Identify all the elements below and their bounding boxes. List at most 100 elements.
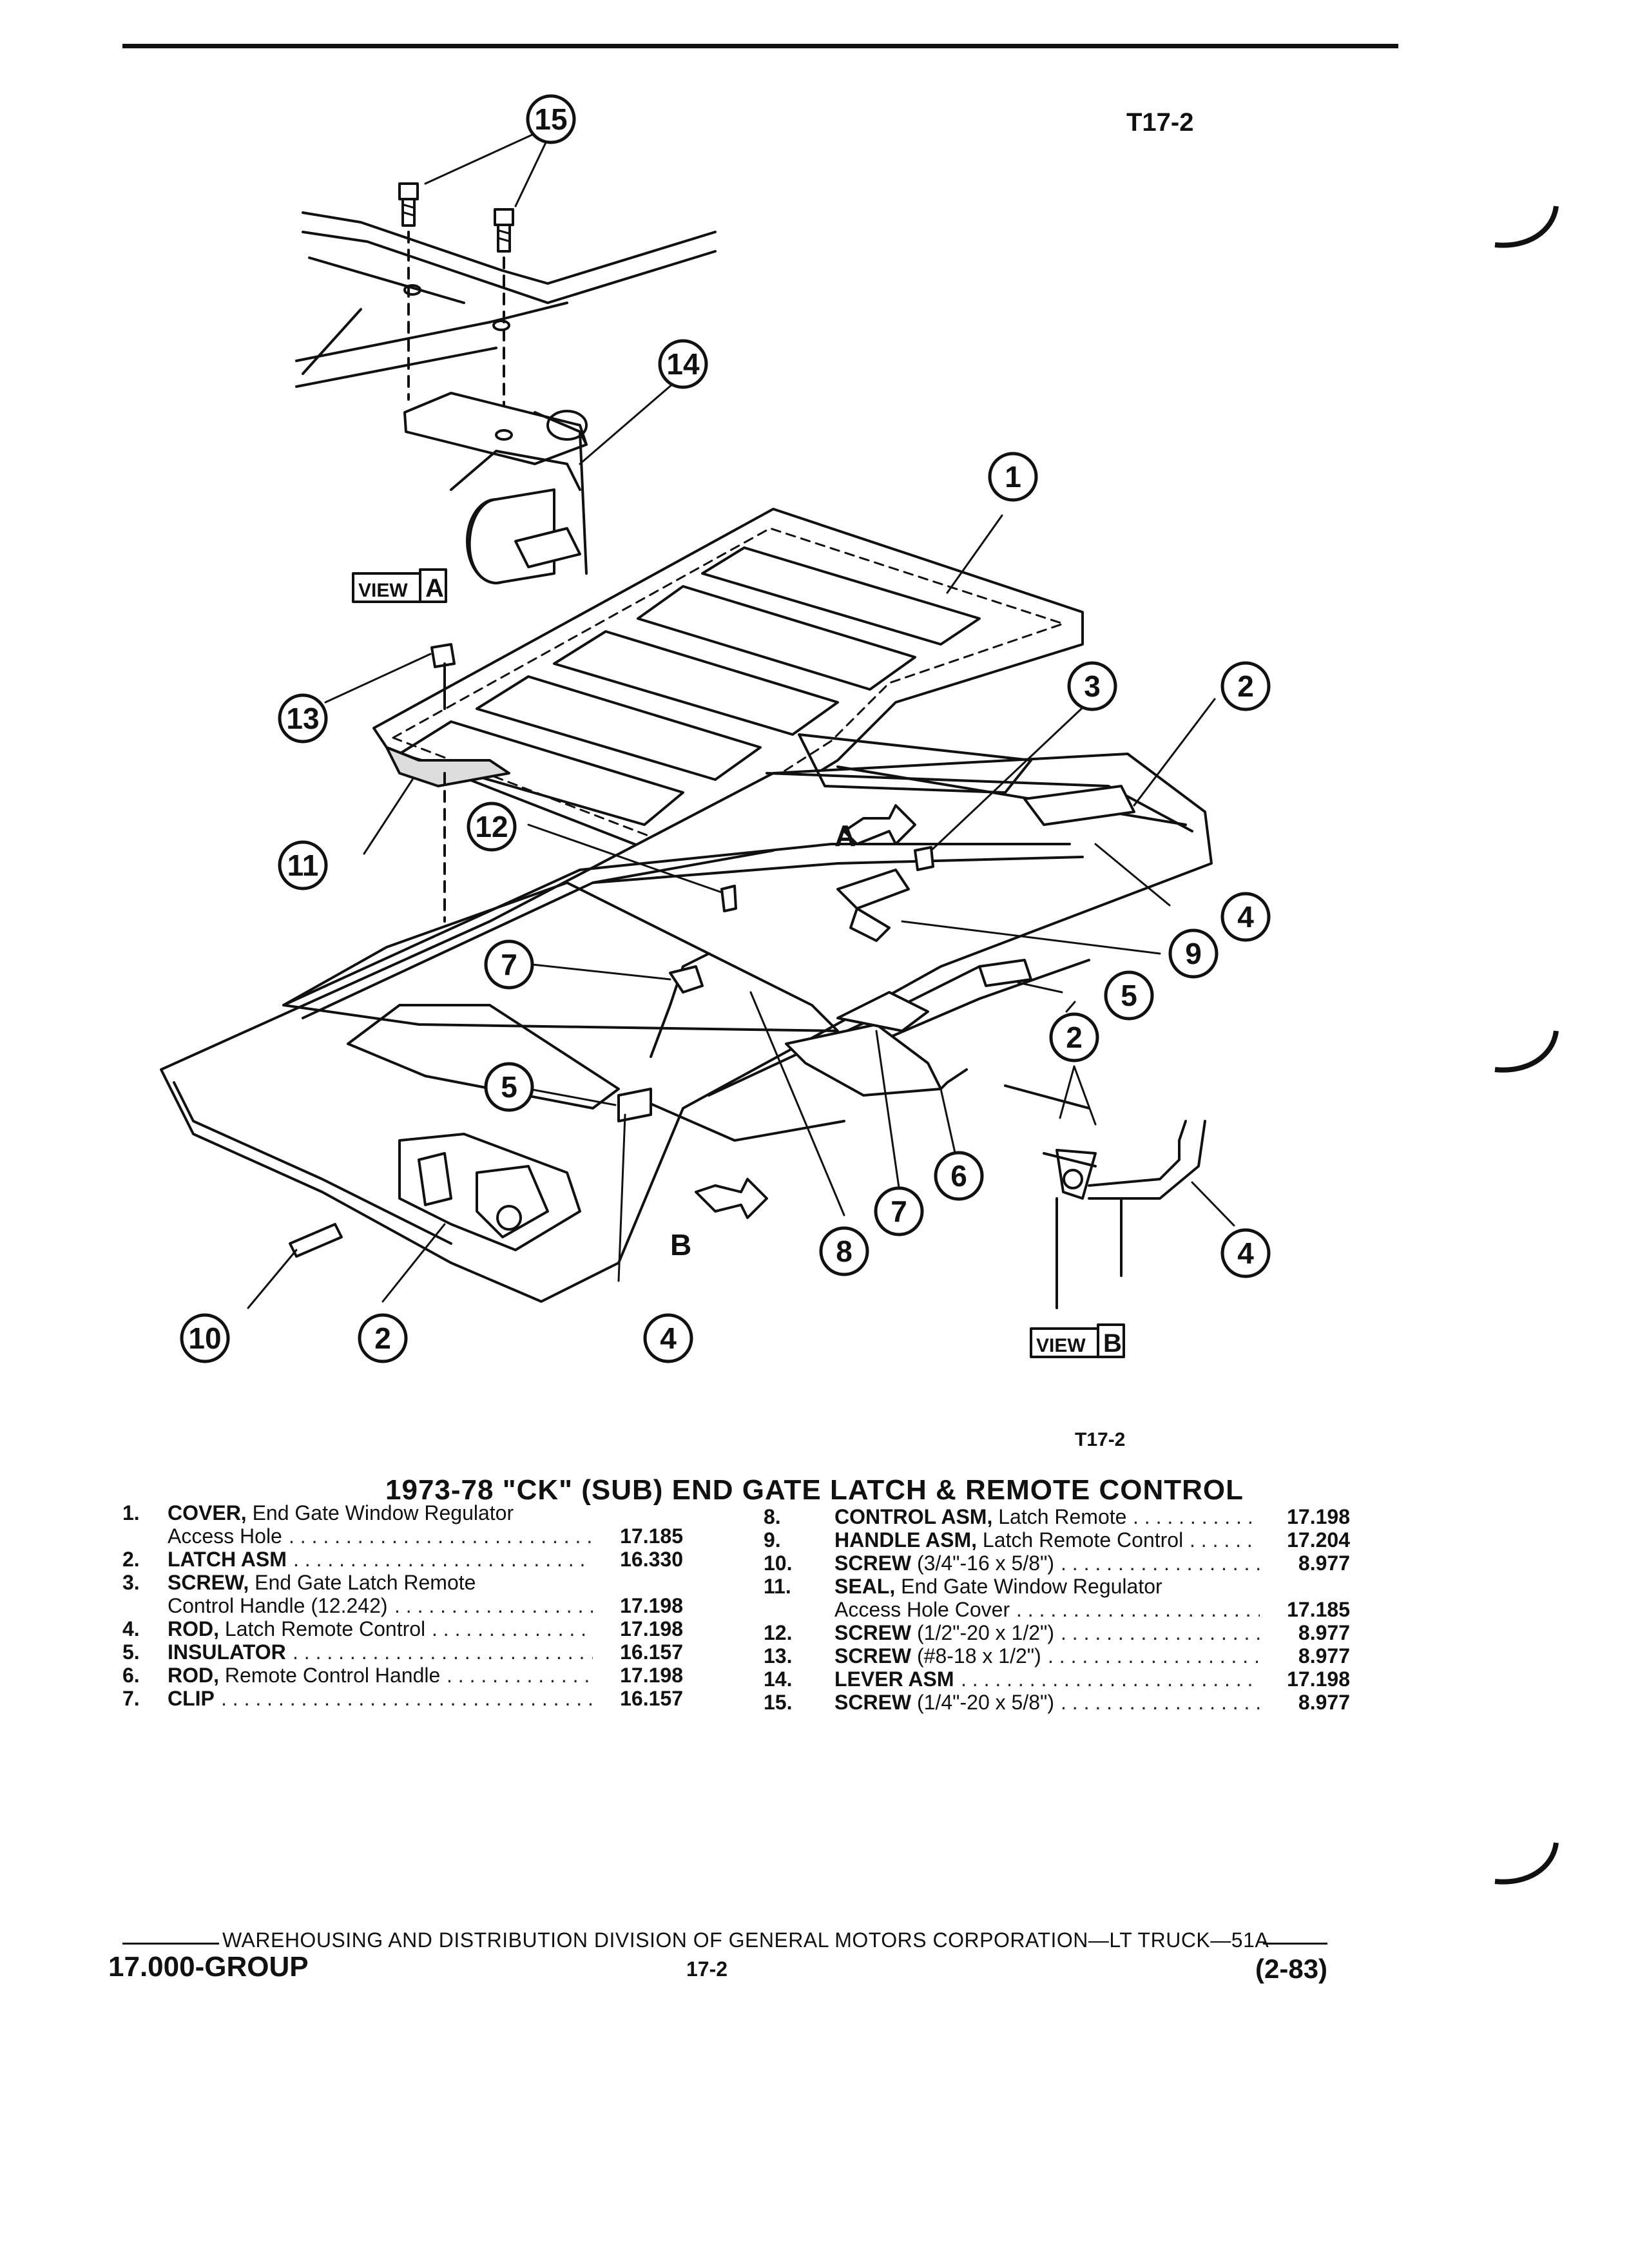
part-reference: 17.198 bbox=[620, 1664, 683, 1687]
footer-date: (2-83) bbox=[1255, 1954, 1328, 1984]
part-reference: 17.198 bbox=[620, 1594, 683, 1617]
part-name-bold: INSULATOR bbox=[168, 1640, 286, 1664]
part-reference: 17.198 bbox=[1287, 1505, 1350, 1528]
dot-leader: . . . . . . . . . . . . . . . . . . . . … bbox=[293, 1548, 593, 1571]
part-name-detail: (1/4"-20 x 5/8") bbox=[911, 1691, 1055, 1714]
part-reference: 17.185 bbox=[620, 1524, 683, 1548]
callout-5a-text: 5 bbox=[1121, 979, 1137, 1012]
part-name-detail: Remote Control Handle bbox=[219, 1664, 441, 1687]
parts-list-item: 11. SEAL, End Gate Window Regulator bbox=[764, 1575, 1376, 1598]
callout-14-text: 14 bbox=[666, 347, 700, 381]
view-a-word: VIEW bbox=[358, 580, 408, 601]
part-number: 9. bbox=[764, 1528, 781, 1552]
figure-code: T17-2 bbox=[1126, 108, 1194, 137]
part-reference: 17.198 bbox=[620, 1617, 683, 1640]
parts-list-item: 4. ROD, Latch Remote Control 17.198 . . . … bbox=[122, 1617, 702, 1640]
part-number: 12. bbox=[764, 1621, 793, 1644]
part-name-detail: Latch Remote Control bbox=[219, 1617, 426, 1640]
scan-mark bbox=[1494, 1842, 1559, 1885]
part-name: CONTROL ASM, Latch Remote bbox=[834, 1505, 1126, 1528]
parts-list-item: 13.SCREW (#8-18 x 1/2")8.977 . . . . . .… bbox=[764, 1644, 1376, 1667]
dot-leader: . . . . . . . . . . . . . . . . . . . . … bbox=[221, 1687, 593, 1710]
callout-6-text: 6 bbox=[950, 1159, 967, 1193]
callout-2b-text: 2 bbox=[1066, 1021, 1083, 1054]
callout-4a-text: 4 bbox=[1237, 900, 1254, 934]
callout-13 bbox=[278, 693, 328, 744]
top-rule bbox=[122, 44, 1398, 48]
part-reference: 16.157 bbox=[620, 1640, 683, 1664]
view-a-detail bbox=[295, 182, 717, 584]
part-name: SCREW (#8-18 x 1/2") bbox=[834, 1644, 1041, 1667]
part-number: 2. bbox=[122, 1548, 140, 1571]
part-number: 6. bbox=[122, 1664, 140, 1687]
dot-leader: . . . . . . . . . . . . . . . . . . . . … bbox=[447, 1664, 593, 1687]
view-a-arrow bbox=[843, 804, 916, 845]
part-name-detail: (1/2"-20 x 1/2") bbox=[911, 1621, 1055, 1644]
scan-mark bbox=[1494, 1030, 1559, 1073]
part-reference: 17.198 bbox=[1287, 1667, 1350, 1691]
part-name-bold: ROD, bbox=[168, 1617, 219, 1640]
part-number: 1. bbox=[122, 1501, 140, 1524]
callout-12 bbox=[467, 802, 517, 852]
callout-5a bbox=[1104, 970, 1154, 1021]
part-reference: 8.977 bbox=[1298, 1644, 1350, 1667]
callout-14 bbox=[658, 339, 708, 389]
part-name-bold: SCREW bbox=[834, 1691, 912, 1714]
leader-lines bbox=[247, 131, 1235, 1309]
part-name-detail: End Gate Latch Remote bbox=[249, 1571, 476, 1594]
dot-leader: . . . . . . . . . . . . . . . . . . . . … bbox=[394, 1594, 593, 1617]
part-reference: 16.157 bbox=[620, 1687, 683, 1710]
part-number: 11. bbox=[764, 1575, 791, 1598]
part-reference: 8.977 bbox=[1298, 1621, 1350, 1644]
exploded-parts-diagram: A B bbox=[160, 94, 1271, 1363]
callout-7a bbox=[484, 939, 534, 990]
callout-2c bbox=[358, 1313, 408, 1363]
part-reference: 16.330 bbox=[620, 1548, 683, 1571]
part-name-detail: (3/4"-16 x 5/8") bbox=[911, 1552, 1055, 1575]
part-name-bold: ROD, bbox=[168, 1664, 219, 1687]
part-name: ROD, Latch Remote Control bbox=[168, 1617, 425, 1640]
callout-4c bbox=[643, 1313, 693, 1363]
callout-2b bbox=[1049, 1012, 1099, 1062]
callout-4b bbox=[1220, 1228, 1271, 1278]
callout-7a-text: 7 bbox=[501, 948, 517, 981]
view-b-box bbox=[1030, 1323, 1125, 1358]
part-name-bold: SCREW bbox=[834, 1552, 912, 1575]
part-reference: 17.204 bbox=[1287, 1528, 1350, 1552]
part-name-continued: Access Hole Cover bbox=[834, 1598, 1010, 1621]
part-name: SCREW (1/4"-20 x 5/8") bbox=[834, 1691, 1054, 1714]
part-name-bold: CLIP bbox=[168, 1687, 215, 1710]
dot-leader: . . . . . . . . . . . . . . . . . . . . … bbox=[432, 1617, 593, 1640]
part-number: 4. bbox=[122, 1617, 140, 1640]
part-number: 7. bbox=[122, 1687, 140, 1710]
callout-2c-text: 2 bbox=[374, 1321, 391, 1355]
callout-3 bbox=[1067, 661, 1117, 711]
part-name-bold: HANDLE ASM, bbox=[834, 1528, 978, 1552]
view-b-detail bbox=[1004, 1084, 1206, 1309]
part-name-bold: CONTROL ASM, bbox=[834, 1505, 993, 1528]
scan-mark bbox=[1494, 206, 1559, 248]
part-name: SCREW (1/2"-20 x 1/2") bbox=[834, 1621, 1054, 1644]
part-name: SEAL, End Gate Window Regulator bbox=[834, 1575, 1162, 1598]
part-reference: 8.977 bbox=[1298, 1552, 1350, 1575]
view-b-letter-box: B bbox=[1103, 1329, 1122, 1358]
dot-leader: . . . . . . . . . . . . . . . . . . . . … bbox=[289, 1524, 593, 1548]
view-a-box bbox=[352, 568, 447, 603]
dot-leader: . . . . . . . . . . . . . . . . . . . . … bbox=[1016, 1598, 1260, 1621]
callout-4c-text: 4 bbox=[660, 1321, 677, 1355]
part-name: ROD, Remote Control Handle bbox=[168, 1664, 440, 1687]
dot-leader: . . . . . . . . . . . . . . . . . . . . … bbox=[1048, 1644, 1260, 1667]
callout-8-text: 8 bbox=[836, 1235, 853, 1268]
callout-10 bbox=[180, 1313, 230, 1363]
part-name-detail: Latch Remote bbox=[992, 1505, 1127, 1528]
parts-list-item: 15.SCREW (1/4"-20 x 5/8")8.977 . . . . .… bbox=[764, 1691, 1376, 1714]
callout-7b bbox=[874, 1186, 924, 1236]
callout-13-text: 13 bbox=[286, 702, 319, 735]
part-number: 3. bbox=[122, 1571, 140, 1594]
callout-4a bbox=[1220, 892, 1271, 942]
view-a-letter-box: A bbox=[425, 574, 444, 602]
